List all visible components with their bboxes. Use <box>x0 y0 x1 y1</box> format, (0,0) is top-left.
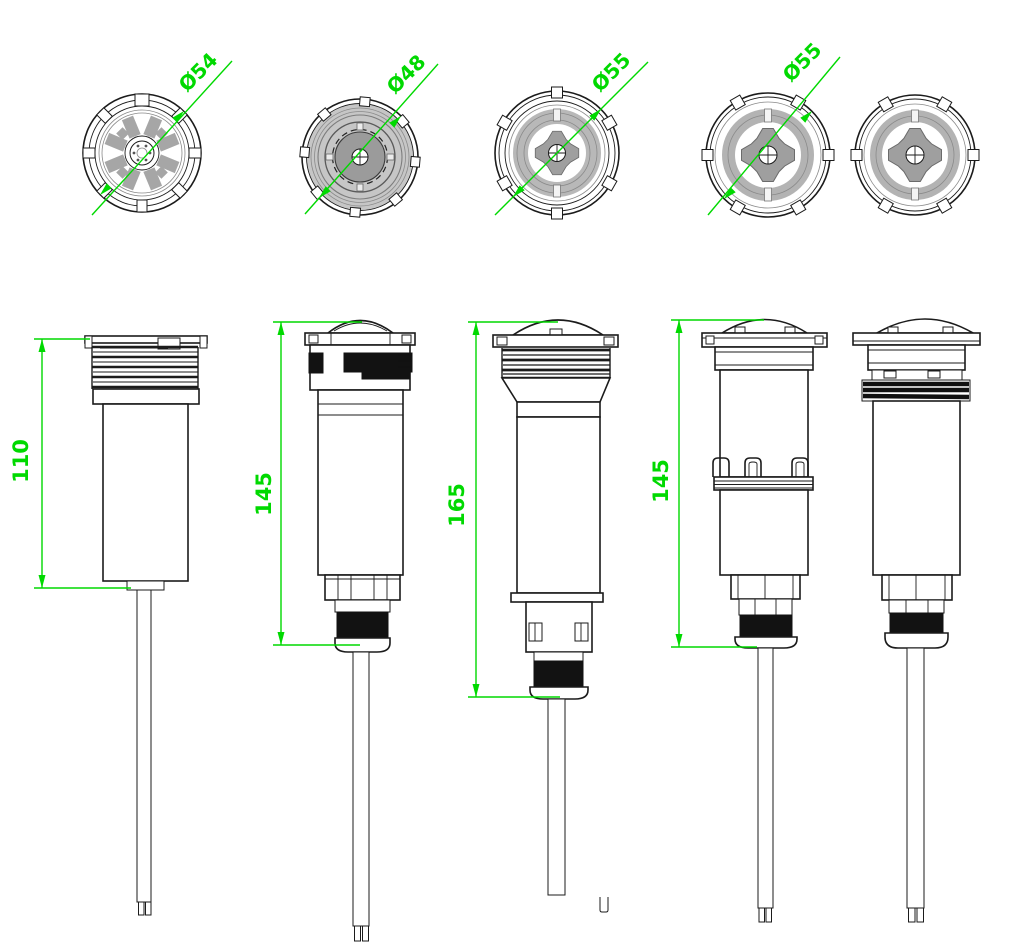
height-label-4: 145 <box>649 459 673 503</box>
cable-2 <box>352 651 370 927</box>
side-view-5 <box>852 318 981 923</box>
dim-height-1: 110 <box>9 338 131 589</box>
side-view-2 <box>304 319 416 942</box>
cable-4 <box>757 647 774 909</box>
diameter-label-4: Ø55 <box>778 38 827 87</box>
diameter-label-2: Ø48 <box>382 50 431 99</box>
side-view-1 <box>84 335 208 916</box>
side-view-3 <box>492 319 619 913</box>
top-view-2 <box>299 96 421 218</box>
diameter-label-3: Ø55 <box>587 48 636 97</box>
cable-5 <box>906 647 925 909</box>
side-view-4 <box>701 318 828 923</box>
dim-height-2: 145 <box>252 321 362 646</box>
diameter-label-1: Ø54 <box>174 48 223 97</box>
cable-1 <box>136 589 152 903</box>
height-label-2: 145 <box>252 472 276 516</box>
height-label-1: 110 <box>9 439 33 483</box>
dim-height-4: 145 <box>649 319 764 648</box>
top-view-4 <box>701 92 835 218</box>
dim-height-3: 165 <box>445 321 560 698</box>
cable-3 <box>547 698 566 896</box>
top-view-5 <box>850 94 980 216</box>
wire-stub <box>599 897 609 913</box>
height-label-3: 165 <box>445 483 469 527</box>
top-view-1 <box>82 93 202 213</box>
